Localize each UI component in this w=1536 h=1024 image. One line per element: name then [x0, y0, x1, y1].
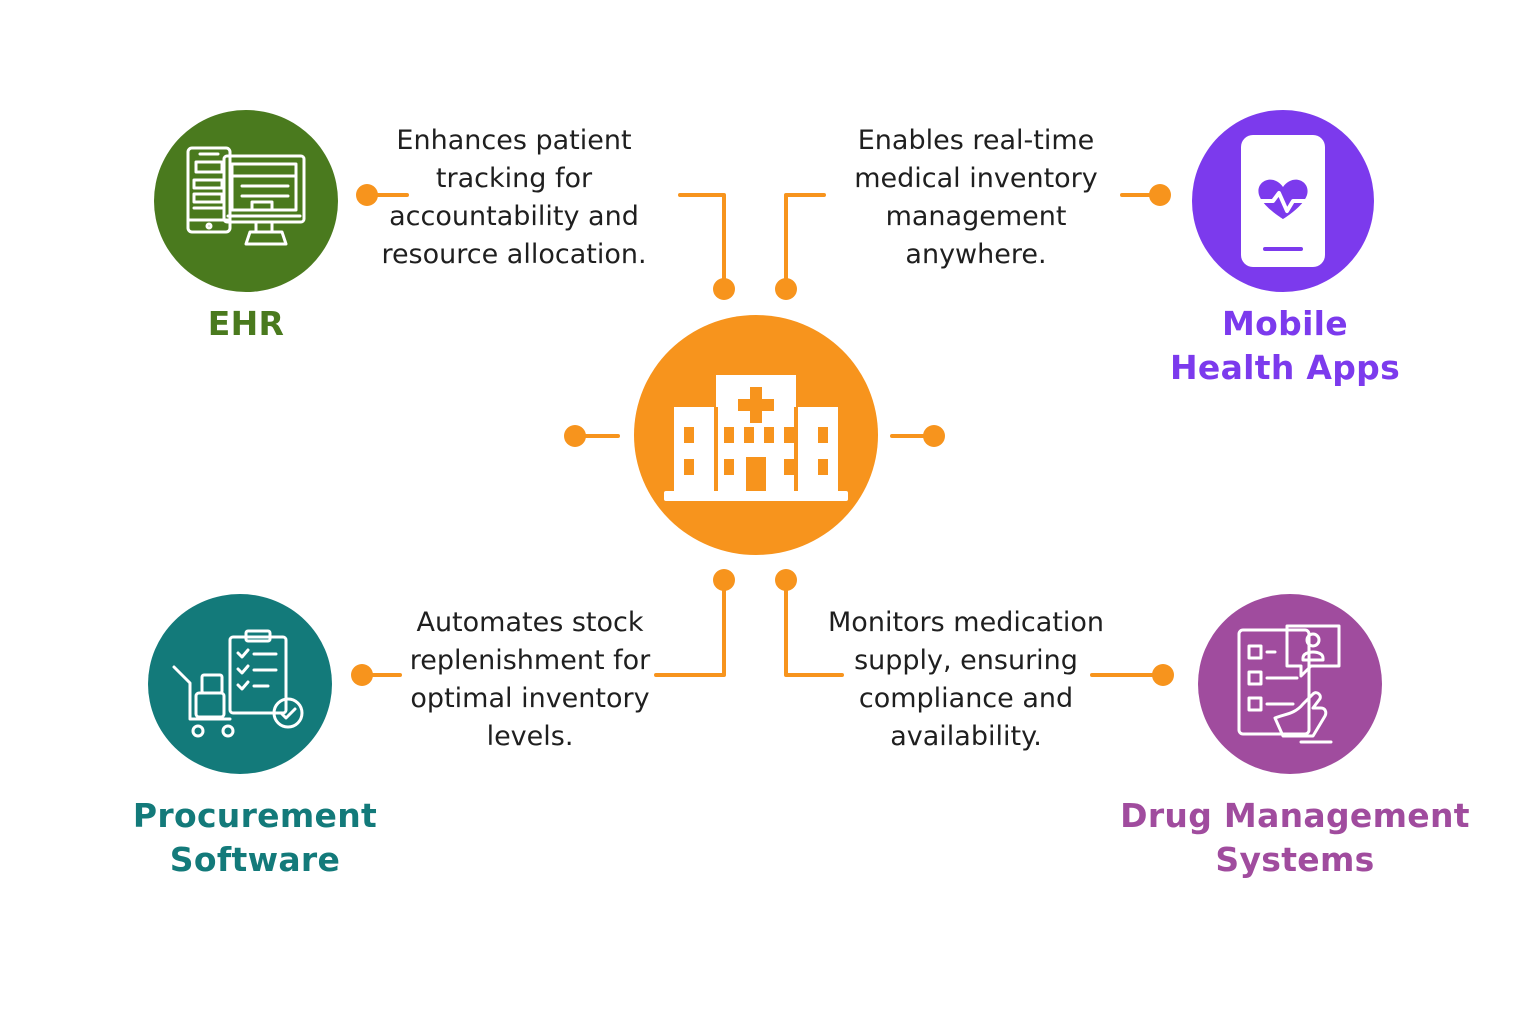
clipboard-hand-icon: [1237, 624, 1341, 744]
mobile-connector-dot: [1149, 184, 1171, 206]
hub-left-stub-dot: [564, 425, 586, 447]
top-left-elbow: [678, 193, 726, 291]
procurement-description-line: optimal inventory: [410, 683, 650, 714]
bottom-left-elbow-dot: [713, 569, 735, 591]
top-right-elbow: [784, 193, 826, 291]
mobile-circle: [1192, 110, 1374, 292]
bottom-left-elbow: [654, 578, 726, 677]
hospital-icon: [664, 375, 848, 501]
monitor-phone-icon: [186, 146, 306, 246]
ehr-title-line: EHR: [207, 304, 285, 343]
mobile-description-line: management: [885, 201, 1067, 232]
ehr-description-line: resource allocation.: [381, 239, 647, 270]
hub-circle: [634, 315, 878, 555]
procurement-description-line: replenishment for: [409, 645, 651, 676]
drug-description: Monitors medication supply, ensuring compl…: [816, 604, 1116, 756]
drug-description-line: Monitors medication: [828, 607, 1104, 638]
ehr-description-line: accountability and: [389, 201, 639, 232]
procurement-title-line: Software: [169, 840, 341, 879]
drug-title-line: Systems: [1215, 840, 1375, 879]
drug-circle: [1198, 594, 1382, 774]
drug-connector-dot: [1152, 664, 1174, 686]
procurement-circle: [148, 594, 332, 774]
bottom-right-elbow: [784, 578, 844, 677]
bottom-right-elbow-dot: [775, 569, 797, 591]
ehr-connector-dot: [356, 184, 378, 206]
mobile-description-line: Enables real-time: [857, 125, 1095, 156]
ehr-description-line: tracking for: [435, 163, 593, 194]
top-right-elbow-dot: [775, 278, 797, 300]
mobile-description-line: medical inventory: [854, 163, 1098, 194]
procurement-connector-dot: [351, 664, 373, 686]
drug-description-line: compliance and: [858, 683, 1074, 714]
ehr-description: Enhances patient tracking for accountabili…: [364, 122, 664, 274]
cart-checklist-icon: [172, 629, 304, 738]
hub-right-stub-dot: [923, 425, 945, 447]
top-left-elbow-dot: [713, 278, 735, 300]
ehr-circle: [154, 110, 338, 292]
mobile-description-line: anywhere.: [905, 239, 1047, 270]
mobile-title-line: Health Apps: [1169, 348, 1401, 387]
procurement-description-line: Automates stock: [416, 607, 644, 638]
ehr-title: EHR: [146, 302, 346, 346]
mobile-title-line: Mobile: [1222, 304, 1348, 343]
procurement-description: Automates stock replenishment for optimal …: [380, 604, 680, 756]
mobile-description: Enables real-time medical inventory manage…: [826, 122, 1126, 274]
drug-description-line: supply, ensuring: [854, 645, 1078, 676]
drug-description-line: availability.: [890, 721, 1042, 752]
drug-title-line: Drug Management: [1120, 796, 1470, 835]
procurement-description-line: levels.: [486, 721, 574, 752]
ehr-description-line: Enhances patient: [396, 125, 632, 156]
phone-heart-icon: [1241, 135, 1325, 267]
procurement-title-line: Procurement: [132, 796, 378, 835]
